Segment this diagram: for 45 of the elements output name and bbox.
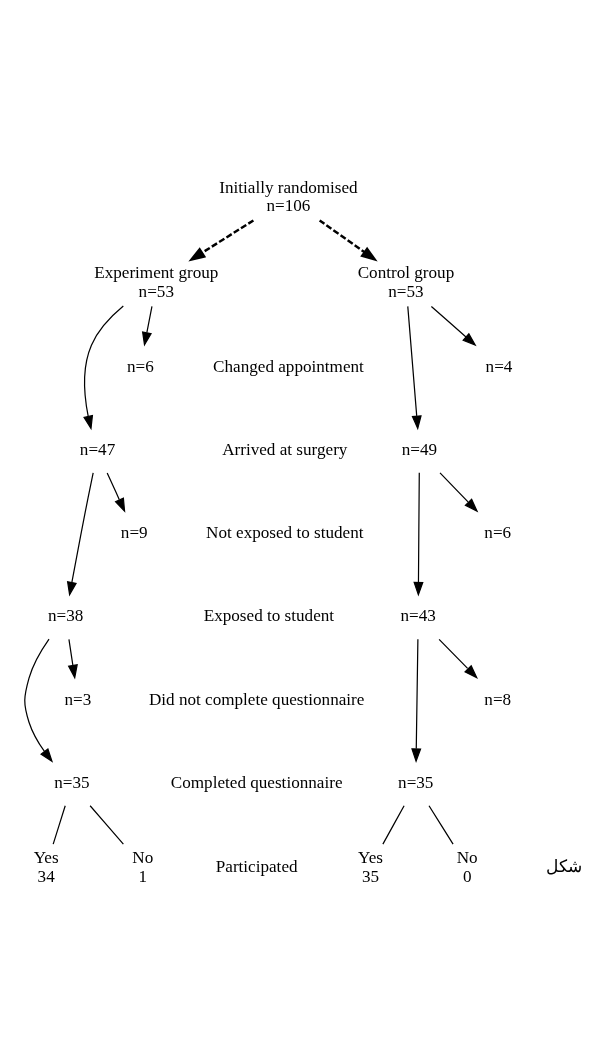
node-text: Yes 35 [358,847,383,886]
node-text: Yes 34 [33,847,59,886]
node-text: n=47 [79,439,116,459]
connector [52,804,66,845]
node-text: n=6 [126,356,154,376]
arrow [439,471,479,512]
label: Participated [215,856,298,876]
node-text: No 1 [132,847,154,886]
label: Arrived at surgery [222,439,348,459]
node-text: n=43 [400,605,436,625]
arrow [438,638,479,679]
connector [382,804,405,845]
arrow [24,637,54,763]
label: Changed appointment [213,356,364,376]
arrow [430,305,477,346]
label: شکل [545,856,582,876]
arrow [411,638,422,763]
node-text: n=8 [484,689,512,709]
arrow [407,305,422,430]
arrow [413,471,424,597]
node-text: Control group n=53 [357,262,455,301]
arrow [67,638,78,679]
arrow [106,471,126,513]
label: Not exposed to student [206,522,364,542]
arrow [83,304,124,430]
node-text: n=4 [485,356,513,376]
arrow [318,218,378,262]
node-text: n=6 [484,522,512,542]
node-text: n=38 [48,605,84,625]
node-text: n=9 [120,522,148,542]
node-text: n=3 [64,689,92,709]
node-text: n=49 [401,439,438,459]
connector [428,804,454,845]
node-text: Experiment group n=53 [94,262,219,301]
label: Did not complete questionnaire [148,689,365,709]
label: Exposed to student [203,605,335,625]
connector [89,804,124,845]
node-text: No 0 [456,847,478,886]
arrow [66,471,94,596]
arrow [188,218,255,261]
node-text: Initially randomised n=106 [219,177,358,215]
arrow [141,305,153,347]
node-text: n=35 [54,772,90,792]
label: Completed questionnaire [170,772,343,792]
node-text: n=35 [398,772,434,792]
